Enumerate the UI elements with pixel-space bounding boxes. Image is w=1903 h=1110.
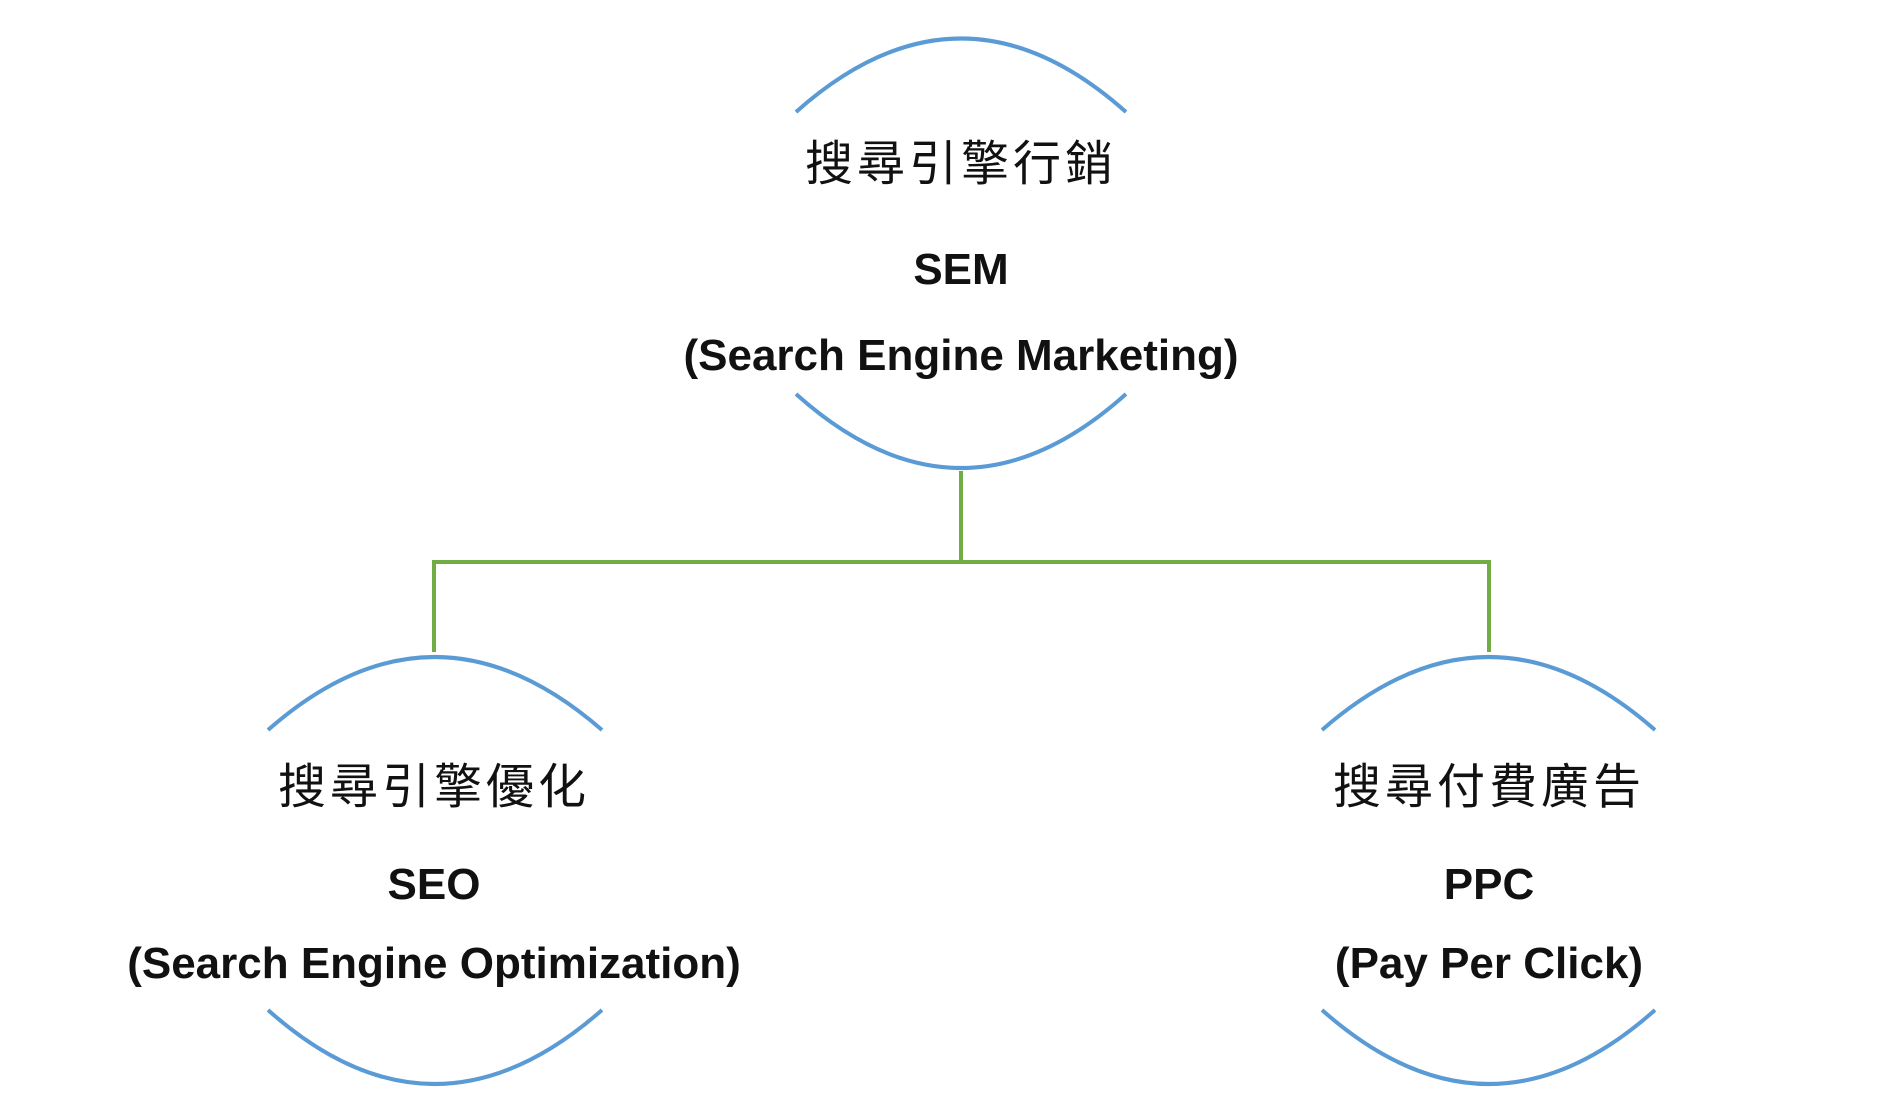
node-ppc-full-name: (Pay Per Click) [1335,939,1643,988]
node-sem-title: 搜尋引擎行銷 [805,136,1117,192]
node-ppc-bottom-arc [1320,1008,1657,1086]
connectors [432,471,1491,652]
node-seo: 搜尋引擎優化 SEO (Search Engine Optimization) [127,655,741,1086]
node-sem-top-arc [794,36,1128,114]
node-sem-bottom-arc [794,392,1128,470]
node-ppc-top-arc [1320,655,1657,732]
node-seo-bottom-arc [266,1008,604,1086]
node-sem-abbr: SEM [913,245,1008,294]
node-seo-title: 搜尋引擎優化 [278,759,590,815]
node-ppc-title: 搜尋付費廣告 [1333,759,1645,815]
node-ppc: 搜尋付費廣告 PPC (Pay Per Click) [1320,655,1657,1086]
node-sem: 搜尋引擎行銷 SEM (Search Engine Marketing) [683,36,1239,470]
node-seo-abbr: SEO [388,860,481,909]
node-ppc-abbr: PPC [1444,860,1534,909]
node-seo-top-arc [266,655,604,732]
node-seo-full-name: (Search Engine Optimization) [127,939,741,988]
node-sem-full-name: (Search Engine Marketing) [683,331,1238,380]
